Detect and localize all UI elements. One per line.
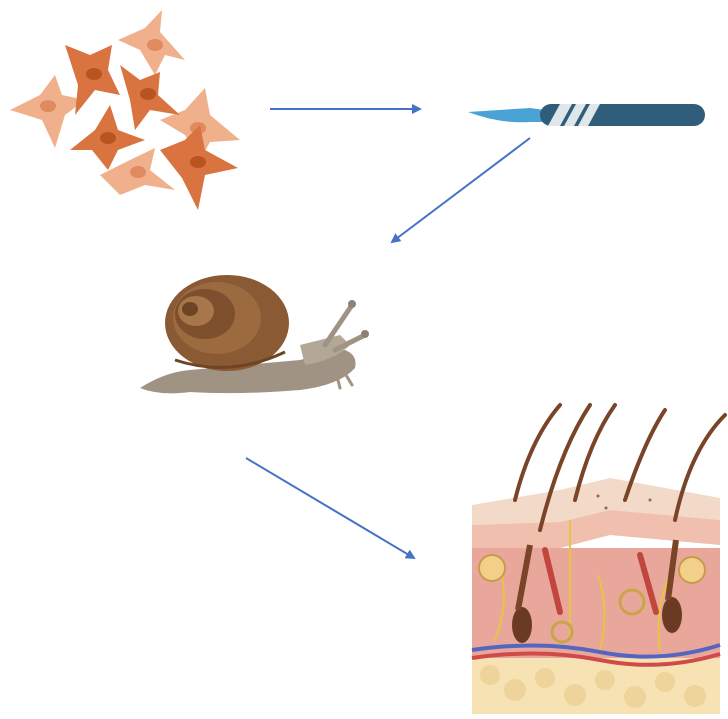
arrow-snail-to-skin <box>246 458 414 558</box>
cell <box>10 75 85 148</box>
sebaceous-gland <box>679 557 705 583</box>
cells-cluster-icon <box>10 10 240 210</box>
scalpel-icon <box>468 104 705 126</box>
cell <box>118 10 185 75</box>
sebaceous-gland <box>479 555 505 581</box>
snail-icon <box>140 275 369 393</box>
arrow-scalpel-to-snail <box>392 138 530 242</box>
skin-cross-section-icon <box>472 405 725 714</box>
